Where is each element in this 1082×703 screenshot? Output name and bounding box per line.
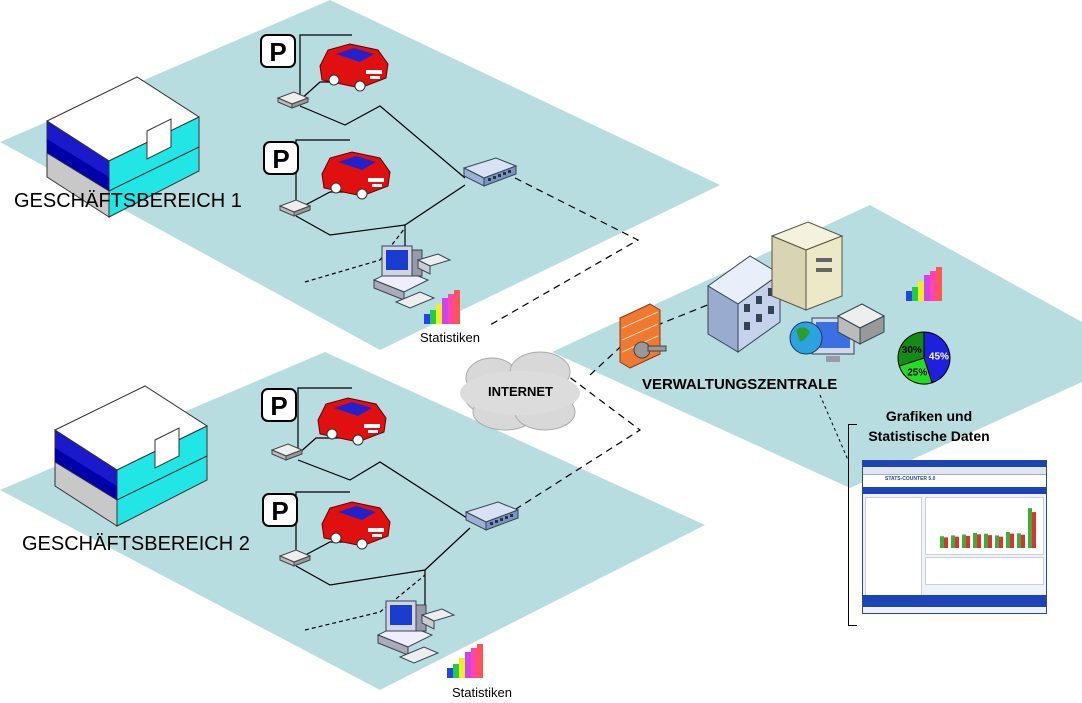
mini-bar (1006, 532, 1010, 548)
mini-bar-chart (940, 508, 1036, 548)
svg-text:P: P (270, 391, 287, 421)
label-statistiken-2: Statistiken (452, 685, 512, 700)
svg-text:P: P (269, 37, 286, 67)
mini-bar (962, 534, 966, 548)
mini-bar (984, 533, 988, 548)
mini-bar (988, 535, 992, 548)
label-verwaltungszentrale: VERWALTUNGSZENTRALE (642, 376, 838, 393)
mini-bar (951, 535, 955, 548)
mini-bar (955, 536, 959, 548)
pie-slice-label: 30% (902, 345, 922, 356)
parking-sign-icon: P (262, 493, 298, 527)
svg-text:P: P (272, 144, 289, 174)
mini-bar (1010, 533, 1014, 548)
mini-bar (940, 536, 944, 548)
app-sidebar (865, 497, 922, 599)
pie-slice (897, 331, 925, 367)
mini-bar (966, 535, 970, 548)
label-grafiken: Grafiken und Statistische Daten (868, 406, 990, 446)
app-title: STATS-COUNTER 5.0 (885, 476, 936, 482)
label-bereich-2: GESCHÄFTSBEREICH 2 (22, 533, 250, 555)
pie-slice-label: 45% (929, 352, 949, 363)
app-chart-panel (925, 497, 1044, 555)
internet-cloud-icon (460, 351, 580, 431)
label-grafiken-line1: Grafiken und (885, 408, 973, 424)
label-statistiken-1: Statistiken (420, 330, 480, 345)
app-toolbar (863, 467, 1046, 475)
mini-bar (1032, 512, 1036, 548)
app-menubar (863, 487, 1046, 494)
app-footer (863, 595, 1046, 607)
mini-bar (1021, 534, 1025, 548)
dotted-boundaries (304, 227, 426, 631)
parking-sign-icon: P (260, 34, 296, 68)
app-screenshot: STATS-COUNTER 5.0 (862, 460, 1047, 614)
label-grafiken-line2: Statistische Daten (868, 428, 990, 444)
mini-bar (1028, 508, 1032, 548)
parking-sign-icon: P (263, 141, 299, 175)
pie-slice-label: 25% (907, 367, 927, 378)
firewall-icon (619, 303, 667, 369)
label-bereich-1: GESCHÄFTSBEREICH 1 (14, 190, 242, 212)
app-table (925, 557, 1044, 585)
office-building-icon (707, 255, 781, 353)
pie-chart: 45%25% 30% (897, 331, 951, 385)
pie-slice (923, 331, 951, 384)
mini-bar (973, 532, 977, 548)
label-internet: INTERNET (488, 384, 553, 399)
mini-bar (1017, 533, 1021, 548)
app-header: STATS-COUNTER 5.0 (863, 475, 1046, 487)
svg-text:P: P (271, 496, 288, 526)
mini-bar (977, 534, 981, 548)
pie-slice (898, 357, 933, 385)
app-titlebar (863, 461, 1046, 467)
mini-bar (995, 535, 999, 548)
mini-bar (944, 537, 948, 548)
bracket (848, 424, 857, 626)
mini-bar (999, 536, 1003, 548)
printer-icon (836, 303, 886, 345)
server-icon (770, 221, 844, 311)
parking-sign-icon: P (261, 388, 297, 422)
